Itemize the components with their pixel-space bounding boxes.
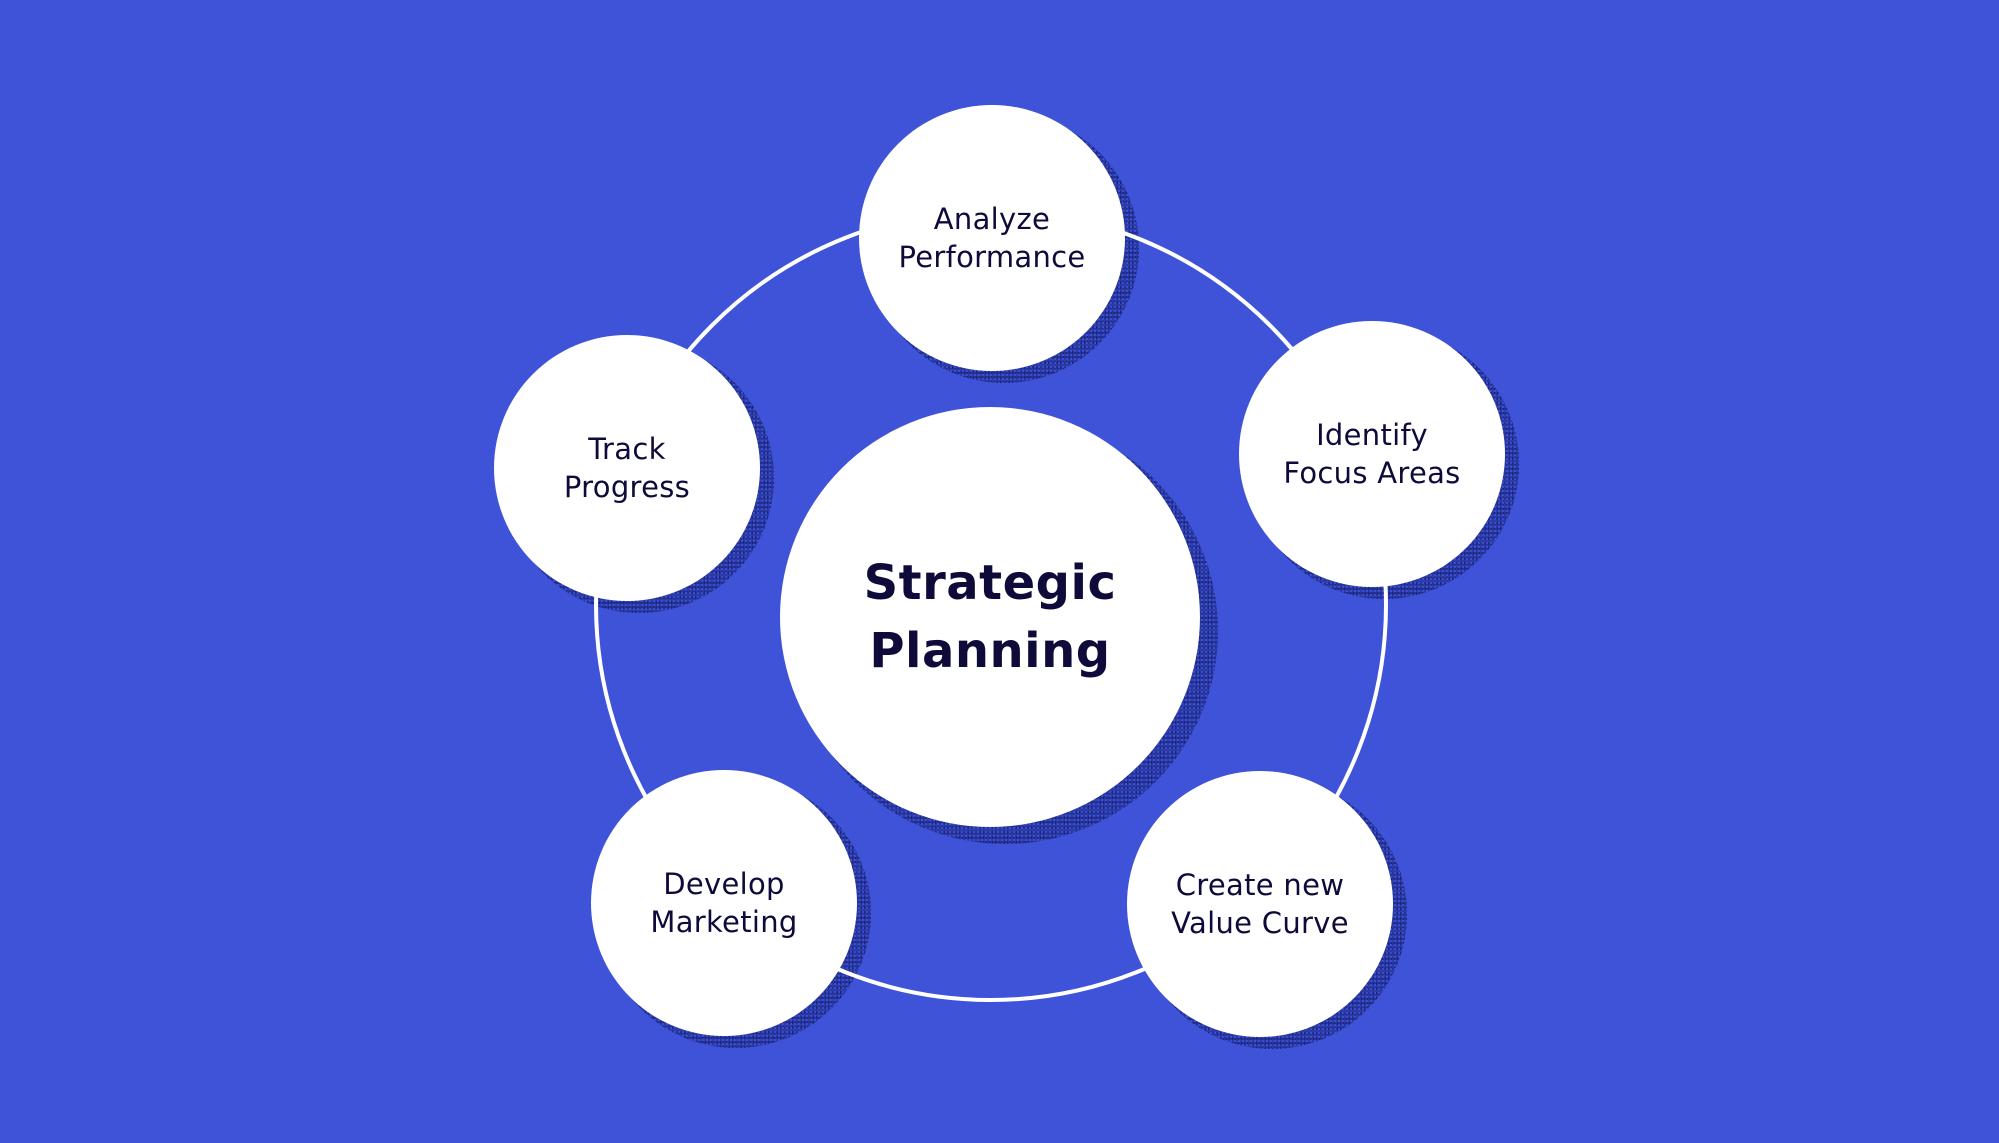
node-label-line-1: Analyze <box>933 202 1051 236</box>
center-node-label: Strategic Planning <box>864 549 1117 685</box>
node-track-progress[interactable]: Track Progress <box>494 335 760 601</box>
node-label-line-1: Develop <box>663 867 785 901</box>
node-label-line-2: Marketing <box>650 905 798 939</box>
center-label-line-1: Strategic <box>863 555 1117 611</box>
node-analyze-performance[interactable]: Analyze Performance <box>859 105 1125 371</box>
node-identify-focus-areas[interactable]: Identify Focus Areas <box>1239 321 1505 587</box>
node-label: Create new Value Curve <box>1171 866 1349 942</box>
node-label-line-2: Progress <box>563 470 691 504</box>
center-node-strategic-planning[interactable]: Strategic Planning <box>780 407 1200 827</box>
node-create-new-value-curve[interactable]: Create new Value Curve <box>1127 771 1393 1037</box>
node-label-line-2: Value Curve <box>1171 906 1349 940</box>
node-label: Track Progress <box>564 430 690 506</box>
node-label-line-1: Track <box>588 432 666 466</box>
node-label: Identify Focus Areas <box>1283 416 1460 492</box>
node-label: Analyze Performance <box>898 200 1085 276</box>
node-label-line-2: Performance <box>898 240 1086 274</box>
node-label-line-1: Identify <box>1316 418 1428 452</box>
center-label-line-2: Planning <box>869 623 1111 679</box>
node-develop-marketing[interactable]: Develop Marketing <box>591 770 857 1036</box>
node-label-line-1: Create new <box>1175 868 1345 902</box>
node-label-line-2: Focus Areas <box>1283 456 1461 490</box>
node-label: Develop Marketing <box>650 865 797 941</box>
